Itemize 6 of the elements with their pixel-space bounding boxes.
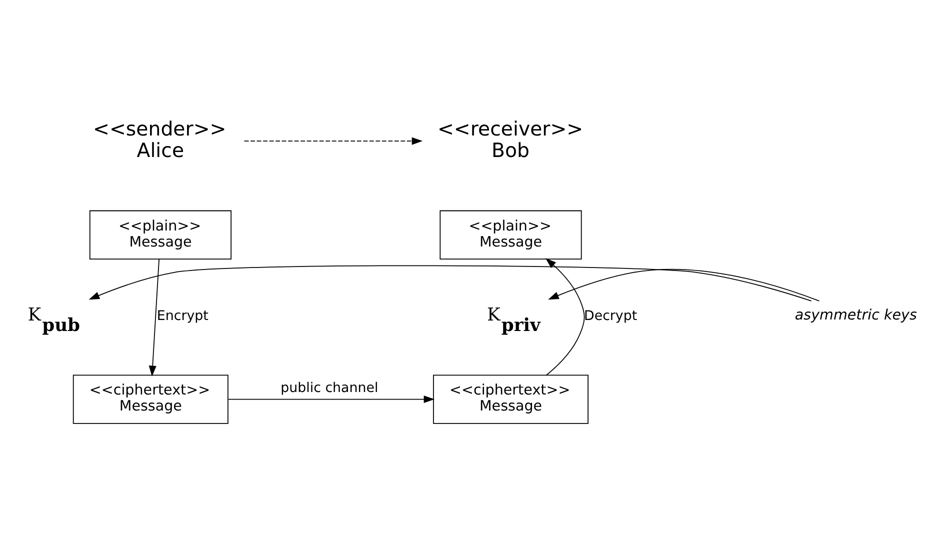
edge-label: Encrypt xyxy=(156,309,208,324)
node-text: <<sender>> Alice xyxy=(93,117,226,162)
node-text: <<receiver>> Bob xyxy=(437,117,584,162)
node-text: asymmetric keys xyxy=(794,308,917,324)
edge-label: Decrypt xyxy=(584,309,638,324)
edge-label: public channel xyxy=(280,381,378,396)
